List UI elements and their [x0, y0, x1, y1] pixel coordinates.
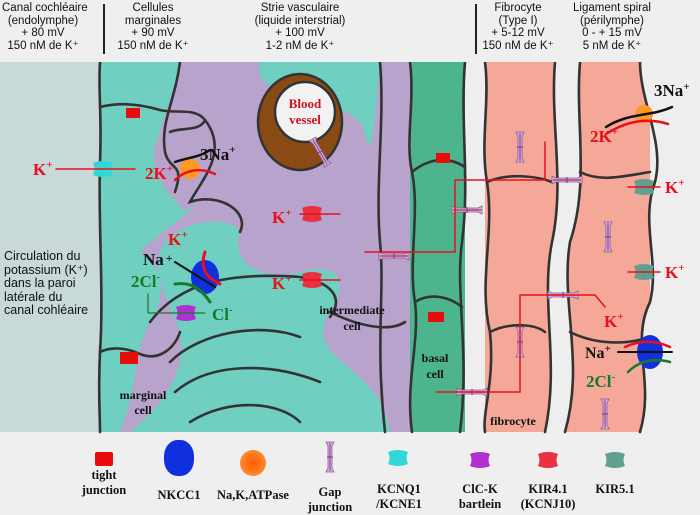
header-line: 150 nM de K⁺ [482, 39, 554, 52]
note-line: Circulation du [4, 249, 81, 263]
header-line: 150 nM de K⁺ [117, 39, 189, 52]
header-endolymph: Canal cochléaire (endolymphe) + 80 mV 15… [2, 2, 88, 52]
endolymph-region [0, 62, 100, 432]
nkcc1-icon [164, 440, 194, 476]
header-line: (périlymphe) [580, 14, 644, 27]
nkcc1 [191, 260, 219, 294]
ion-label-2cl: 2Cl- [586, 371, 616, 391]
legend-label-kir5-1: KIR5.1 [595, 482, 635, 496]
ion-label-2cl: 2Cl- [131, 271, 161, 291]
basal-cell-label: basal [422, 351, 449, 365]
header-line: 5 nM de K⁺ [582, 39, 642, 52]
basal-cell-column [410, 62, 465, 432]
ion-label-3na: 3Na+ [654, 81, 690, 100]
header-line: + 5-12 mV [491, 27, 545, 39]
tight-junction [126, 108, 140, 118]
potassium-circulation-note: Circulation du potassium (K⁺) dans la pa… [4, 249, 89, 318]
tight-junction-icon [95, 452, 113, 466]
ion-label-na: Na+ [143, 250, 173, 269]
ion-label-na: Na+ [585, 343, 611, 362]
header-line: (endolymphe) [7, 14, 79, 27]
header-line: 0 - + 15 mV [582, 27, 642, 39]
ion-label-k: K+ [168, 229, 188, 249]
header-line: (liquide interstrial) [254, 14, 346, 27]
blood-vessel-label: vessel [289, 112, 321, 127]
header-line: (Type I) [498, 14, 538, 27]
header-line: Ligament spiral [573, 2, 651, 14]
cell-membranes [97, 62, 659, 434]
tight-junction [436, 153, 450, 163]
header-spiral-ligament: Ligament spiral (périlymphe) 0 - + 15 mV… [562, 2, 662, 52]
ion-label-3na: 3Na+ [200, 144, 236, 164]
legend-label-kir4-1: KIR4.1(KCNJ10) [520, 482, 576, 511]
note-line: latérale du [4, 289, 63, 304]
ion-label-k: K+ [604, 311, 624, 331]
blood-vessel: Blood vessel [256, 72, 344, 172]
kir4-1-icon [538, 452, 558, 468]
header-line: + 80 mV [21, 27, 65, 39]
header-line: Cellules [132, 2, 174, 14]
legend-label-kcnq1: KCNQ1/KCNE1 [376, 482, 422, 511]
header-separator [475, 4, 477, 54]
lateral-wall-diagram: Blood vessel [0, 62, 700, 434]
header-fibrocyte: Fibrocyte (Type I) + 5-12 mV 150 nM de K… [478, 2, 558, 52]
blood-vessel-label: Blood [289, 96, 322, 111]
ion-label-k: K+ [33, 159, 53, 179]
fibrocyte-gap-region [465, 62, 485, 432]
strial-space [120, 62, 410, 432]
note-line: canal cohléaire [4, 303, 89, 317]
ion-label-k: K+ [665, 262, 685, 282]
legend-label-nkcc1: NKCC1 [157, 488, 201, 502]
clc-k-icon [470, 452, 490, 468]
marginal-cell-label: cell [134, 403, 152, 417]
ion-label-k: K+ [665, 177, 685, 197]
header-line: 150 nM de K⁺ [7, 39, 79, 52]
na-k-atpase-icon [240, 450, 266, 476]
fibrocyte-label: fibrocyte [490, 414, 536, 428]
header-stria-vascularis: Strie vasculaire (liquide interstrial) +… [240, 2, 360, 52]
fibrocyte-interstitial [545, 62, 581, 432]
legend-label-na-k-atpase: Na,K,ATPase [217, 488, 289, 502]
ion-label-2k: 2K+ [590, 126, 618, 146]
header-line: + 90 mV [131, 27, 175, 39]
header-line: Fibrocyte [494, 2, 542, 14]
tight-junction [120, 352, 138, 364]
marginal-cell-label: marginal [120, 388, 167, 402]
header-separator [103, 4, 105, 54]
header-line: Canal cochléaire [2, 2, 88, 14]
note-line: potassium (K⁺) [4, 262, 88, 277]
basal-cell-label: cell [426, 367, 444, 381]
header-line: 1-2 nM de K⁺ [265, 39, 335, 52]
ion-label-2k: 2K+ [145, 163, 173, 183]
ion-flow-arrows [55, 105, 674, 393]
kir5-1-icon [605, 452, 625, 468]
header-line: + 100 mV [275, 27, 325, 39]
intermediate-cell-label: cell [343, 319, 361, 333]
ion-label-k: K+ [272, 207, 292, 227]
ion-label-k: K+ [272, 273, 292, 293]
header-line: Strie vasculaire [260, 2, 340, 14]
gap-junction-icon [325, 441, 335, 473]
header-marginal-cells: Cellules marginales + 90 mV 150 nM de K⁺ [112, 2, 194, 52]
note-line: dans la paroi [4, 276, 76, 290]
ion-label-cl: Cl- [212, 304, 233, 324]
header-line: marginales [124, 14, 182, 27]
tight-junction [428, 312, 444, 322]
kcnq1-icon [388, 450, 408, 466]
intermediate-cell-label: intermediate [319, 303, 385, 317]
